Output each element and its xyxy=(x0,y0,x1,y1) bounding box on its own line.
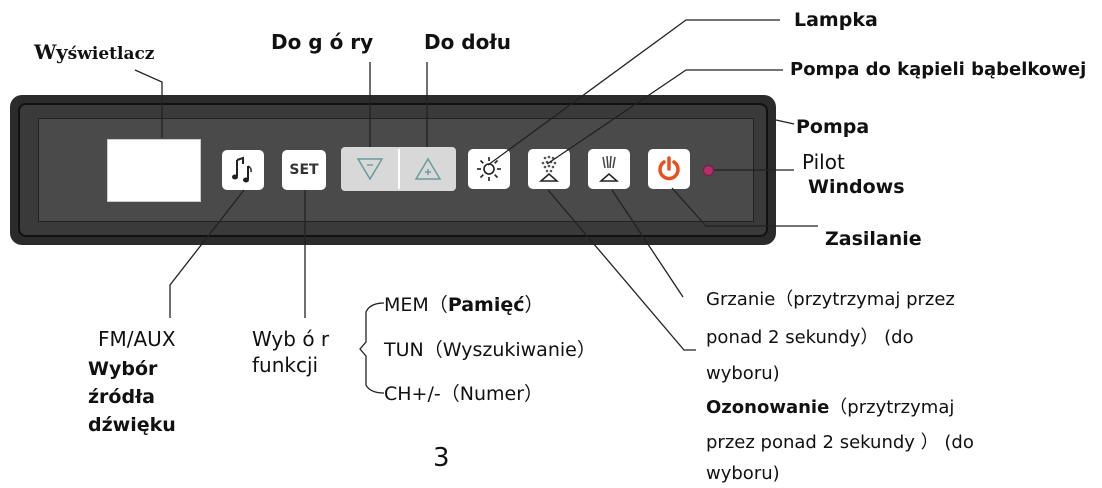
down-label: Do dołu xyxy=(424,30,512,54)
set-icon: SET xyxy=(289,162,319,178)
down-button[interactable] xyxy=(343,149,397,189)
music-note-icon xyxy=(232,156,252,183)
up-label: Do g ó ry xyxy=(271,30,374,54)
remote-label: Pilot xyxy=(802,150,845,174)
ozone-label-2: przez ponad 2 sekundy ） (do xyxy=(706,432,974,453)
mem-label: MEM（Pamięć） xyxy=(384,294,544,316)
heater-button[interactable] xyxy=(588,149,630,189)
page-number: 3 xyxy=(433,443,450,473)
up-triangle-icon xyxy=(414,157,442,180)
fm-aux-button[interactable] xyxy=(222,150,264,190)
function-label-1: Wyb ó r xyxy=(252,327,330,351)
pump-label: Pompa xyxy=(796,116,870,138)
up-down-divider xyxy=(398,149,400,189)
power-label: Zasilanie xyxy=(825,228,922,250)
lamp-button[interactable] xyxy=(468,149,510,189)
display-label: Wyświetlacz xyxy=(34,40,155,64)
source-label-2: źródła xyxy=(88,386,155,408)
lamp-label: Lampka xyxy=(794,9,878,31)
ozone-label-3: wyboru) xyxy=(706,463,780,484)
fm-aux-label: FM/AUX xyxy=(98,327,176,351)
bubble-pump-label: Pompa do kąpieli bąbelkowej xyxy=(790,59,1087,80)
heater-icon xyxy=(599,155,619,182)
function-label-2: funkcji xyxy=(252,353,319,377)
heat-label-1: Grzanie（przytrzymaj przez xyxy=(706,289,955,310)
bubble-pump-button[interactable] xyxy=(528,149,570,189)
ozone-label-1: Ozonowanie（przytrzymaj xyxy=(706,397,955,418)
ch-label: CH+/-（Numer） xyxy=(384,383,544,405)
heat-label-2: ponad 2 sekundy） (do xyxy=(706,327,914,348)
heat-label-3: wyboru) xyxy=(706,363,780,384)
tun-label: TUN（Wyszukiwanie） xyxy=(384,339,596,361)
source-label-3: dźwięku xyxy=(88,414,176,436)
set-button[interactable]: SET xyxy=(282,150,326,190)
source-label-1: Wybór xyxy=(88,358,158,380)
power-button[interactable] xyxy=(648,149,690,189)
remote-receiver-led xyxy=(703,165,714,176)
bubble-jet-icon xyxy=(539,155,559,182)
power-icon xyxy=(658,156,680,181)
windows-label: Windows xyxy=(808,176,905,198)
display-screen xyxy=(107,139,201,202)
up-button[interactable] xyxy=(401,149,455,189)
down-triangle-icon xyxy=(356,158,384,181)
